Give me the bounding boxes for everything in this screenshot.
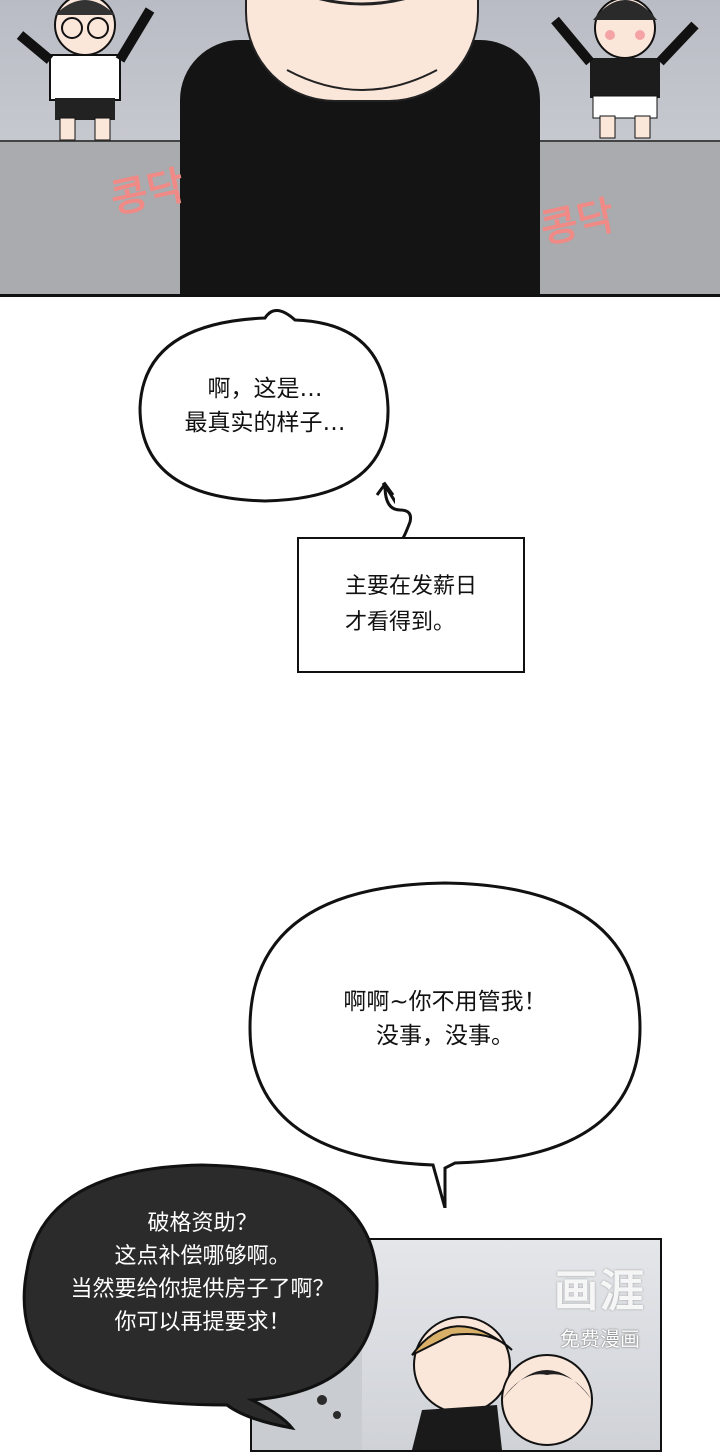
character-neck (245, 0, 479, 102)
speech-bubble-1-text: 啊，这是… 最真实的样子… (140, 372, 390, 440)
top-comic-panel: 콩닥 콩닥 (0, 0, 720, 297)
speech-bubble-2-shape (248, 881, 642, 1208)
bubble-3-line-2: 这点补偿哪够啊。 (114, 1244, 291, 1269)
narration-text: 主要在发薪日 才看得到。 (345, 569, 477, 641)
watermark: 画涯 免费漫画 (540, 1262, 660, 1357)
bubble-2-line-1: 啊啊~你不用管我！ (343, 989, 547, 1015)
speech-bubble-3-text: 破格资助？ 这点补偿哪够啊。 当然要给你提供房子了啊？ 你可以再提要求！ (25, 1207, 380, 1339)
bubble-1-line-2: 最真实的样子… (184, 410, 346, 436)
narration-box: 主要在发薪日 才看得到。 (297, 537, 525, 673)
chibi-character-dark-hair (551, 0, 699, 139)
speech-bubble-2-text: 啊啊~你不用管我！ 没事，没事。 (250, 985, 640, 1053)
curly-arrow-icon (375, 481, 412, 539)
bubble-3-line-3: 当然要给你提供房子了啊？ (70, 1277, 335, 1302)
speech-bubble-3-shape (22, 1163, 379, 1431)
bubble-3-line-1: 破格资助？ (147, 1211, 258, 1236)
narration-line-2: 才看得到。 (344, 610, 455, 635)
bubble-2-line-2: 没事，没事。 (376, 1023, 514, 1049)
bubble-3-line-4: 你可以再提要求！ (114, 1310, 291, 1335)
watermark-subtitle: 免费漫画 (560, 1327, 640, 1351)
watermark-logo: 画涯 (554, 1266, 646, 1317)
chibi-character-glasses (16, 0, 155, 141)
bubble-1-line-1: 啊，这是… (207, 376, 323, 402)
narration-line-1: 主要在发薪日 (344, 574, 477, 599)
